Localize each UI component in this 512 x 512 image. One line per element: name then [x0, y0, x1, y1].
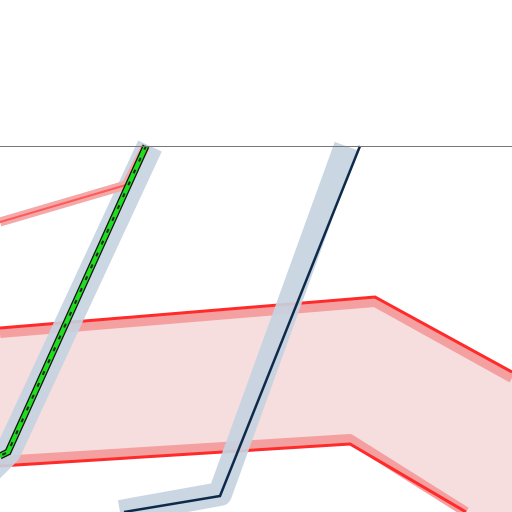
dark-blue-route-line[interactable]: [123, 145, 362, 512]
red-area-outline-top: [0, 295, 512, 374]
red-area-outline-bottom: [0, 442, 467, 512]
red-area-halo-top: [0, 297, 512, 383]
green-route-dashes: [0, 145, 147, 457]
upper-blank-region: [0, 0, 512, 146]
map-body: [0, 140, 512, 512]
